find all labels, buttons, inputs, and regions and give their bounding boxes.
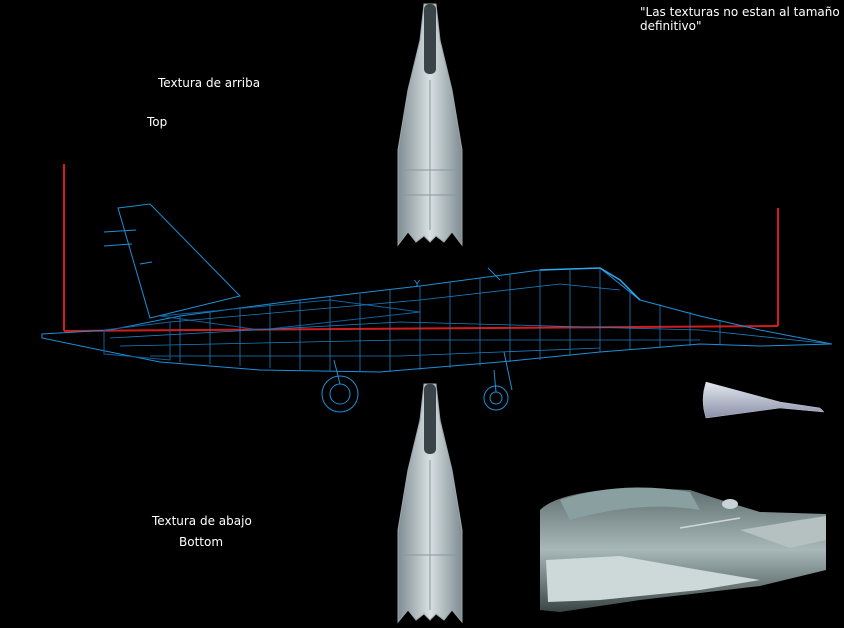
texture-size-note: "Las texturas no estan al tamaño definit…: [640, 5, 840, 33]
bottom-texture-image: [397, 383, 463, 624]
top-texture-label: Textura de arriba: [158, 76, 261, 90]
bottom-texture-label: Textura de abajo: [152, 514, 252, 528]
bottom-texture-label-en: Bottom: [179, 535, 224, 549]
top-texture-image: [397, 3, 463, 247]
y-axis-label: Y: [413, 279, 421, 290]
reference-guides: [63, 164, 779, 332]
cockpit-closeup-texture: [540, 487, 826, 612]
wireframe-jet: [41, 203, 833, 413]
nose-cone-texture: [702, 381, 825, 419]
top-texture-label-en: Top: [147, 115, 168, 129]
